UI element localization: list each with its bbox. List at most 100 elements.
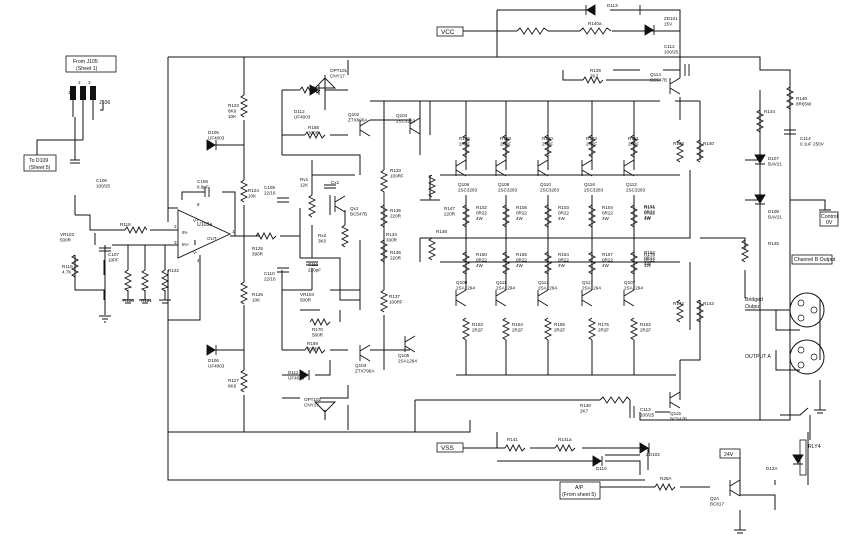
component-label-q117-1: 2SA1294: [582, 285, 601, 290]
component-label-r170-1: 560R: [312, 332, 324, 337]
to-d109-line1: To D109: [29, 158, 48, 164]
component-label-q112-1: 2SC3283: [626, 187, 646, 192]
component-label-r120-0: R120: [123, 298, 134, 303]
component-label-c114-0: C114: [800, 136, 811, 141]
component-label-r118-0: R118: [120, 222, 131, 227]
component-label-c109-0: C109: [264, 185, 275, 190]
component-label-rv1-1: 12K: [300, 182, 309, 187]
opamp-pin-4: 4: [197, 258, 200, 263]
component-label-r135-0: R135: [390, 208, 401, 213]
j106-label: J106: [99, 100, 110, 106]
component-label-r175-0: R175: [598, 322, 609, 327]
component-label-c112-1: 100/25: [664, 49, 678, 54]
component-label-d13a-0: D13A: [766, 466, 778, 471]
component-label-q116-1: 2SC3283: [584, 187, 604, 192]
component-label-r152-1: 0R22: [644, 255, 655, 260]
component-label-opt102-1: CNY17: [304, 402, 319, 407]
component-label-q2a-1: BC817: [710, 501, 724, 506]
component-label-r170-0: R170: [312, 327, 323, 332]
component-labels: C106100/25VR103500RR1194.7KR118C10710PFR…: [60, 3, 825, 506]
component-label-r141-0: R141: [507, 437, 518, 442]
component-label-r168-1: 300R: [308, 130, 320, 135]
channel-b-label: Channel B Output: [794, 257, 836, 263]
opamp-pin-inplus: IN+: [182, 242, 190, 247]
component-label-r140-0: R140: [703, 141, 714, 146]
opamp-u103a: V+ IN- IN+ OUT V- 2 3 1 8 4 U103a: [174, 202, 235, 263]
component-label-r121-0: R121: [141, 298, 152, 303]
component-label-r135-1: 220R: [390, 213, 402, 218]
component-label-r155-2: 4W: [516, 263, 524, 268]
component-label-r178-1: 0R22: [644, 257, 655, 262]
opamp-pin-8: 8: [197, 202, 200, 207]
ap-line2: (From sheet 5): [562, 492, 596, 498]
component-label-q111-1: 2SA1294: [496, 285, 515, 290]
component-label-q111-0: Q111: [496, 280, 507, 285]
transistors: [334, 77, 741, 497]
component-label-opt102-0: OPT102: [304, 397, 322, 402]
component-label-r175-1: 2R2F: [598, 327, 609, 332]
component-label-r130b-0: R130: [580, 403, 591, 408]
component-label-r162-0: R162: [640, 322, 651, 327]
component-label-r158-1: 2R2F: [500, 141, 511, 146]
component-label-d106-0: D106: [208, 358, 219, 363]
component-label-r105-2: 4W: [516, 216, 524, 221]
component-label-r102-1: 0R22: [476, 210, 487, 215]
component-label-r104-0: R104: [602, 205, 613, 210]
component-label-r152-0: R152: [644, 250, 655, 255]
component-label-c108-1: 6.8pF: [197, 184, 209, 189]
component-label-zd101-0: ZD101: [664, 16, 678, 21]
component-label-r126-1: 10K: [252, 297, 261, 302]
component-label-r153-1: 2R2F: [472, 327, 483, 332]
opamp-pin-vminus: V-: [193, 250, 198, 255]
component-label-d110-0: D110: [596, 466, 607, 471]
component-label-r123-0: R123: [228, 103, 239, 108]
component-label-r137-1: 100RF: [389, 299, 403, 304]
component-label-r167-1: 0R22: [602, 257, 613, 262]
component-label-r154-1: 0R22: [558, 257, 569, 262]
component-label-d108-0: D108: [768, 209, 779, 214]
to-d109-line2: (Sheet 5): [29, 165, 51, 171]
component-label-r168-0: R168: [308, 125, 319, 130]
component-label-opt101-0: OPT101: [330, 68, 348, 73]
component-label-r150-0: R150: [476, 252, 487, 257]
component-label-r153-0: R153: [472, 322, 483, 327]
component-label-qx1-0: Qx1: [350, 206, 359, 211]
component-label-r127-1: 8K6: [228, 383, 237, 388]
component-label-d108-1: BAV21: [768, 214, 782, 219]
component-label-q108-1: 2SC3283: [498, 187, 518, 192]
component-label-d111-1: UF4003: [288, 375, 305, 380]
component-label-d105-1: UF4003: [208, 135, 225, 140]
component-label-opt101-1: CNY17: [330, 73, 345, 78]
opamp-label: U103a: [197, 222, 212, 228]
opamp-pin-out: OUT: [207, 236, 217, 241]
rly4-label: RLY4: [808, 444, 821, 450]
ground-symbols: [99, 56, 831, 534]
component-label-d105-0: D105: [208, 130, 219, 135]
component-label-q104-0: Q104: [396, 113, 408, 118]
component-label-r173-1: 2R2F: [586, 141, 597, 146]
component-label-q113-1: 2SA1294: [538, 285, 557, 290]
component-label-q109-1: 2SA1294: [456, 285, 475, 290]
component-label-r127-0: R127: [228, 378, 239, 383]
component-label-r103-2: 4W: [558, 216, 566, 221]
component-label-r164-1: 2R2F: [512, 327, 523, 332]
component-label-cx1-0: Cx1: [331, 180, 340, 185]
component-label-r160-0: R160: [542, 136, 553, 141]
component-label-c106-0: C106: [96, 178, 107, 183]
component-label-r150-1: 0R22: [476, 257, 487, 262]
opamp-pin-3: 3: [174, 240, 177, 245]
component-label-c112-0: C112: [664, 44, 675, 49]
opamp-pin-1: 1: [232, 229, 235, 234]
component-label-vr104-1: 500R: [300, 297, 312, 302]
component-label-c114-1: 0.1uF 250V: [800, 141, 825, 146]
component-label-r162-1: 2R2F: [640, 327, 651, 332]
component-label-r140a-0: R140a: [588, 21, 602, 26]
component-label-r105-1: 0R22: [516, 210, 527, 215]
component-label-q108-0: Q108: [498, 182, 510, 187]
component-label-r119-0: R119: [62, 264, 73, 269]
component-label-q116-0: Q116: [584, 182, 595, 187]
component-label-zd101-1: 15V: [664, 21, 673, 26]
component-label-vr103-0: VR103: [60, 232, 74, 237]
control-line1: Control: [821, 214, 838, 220]
